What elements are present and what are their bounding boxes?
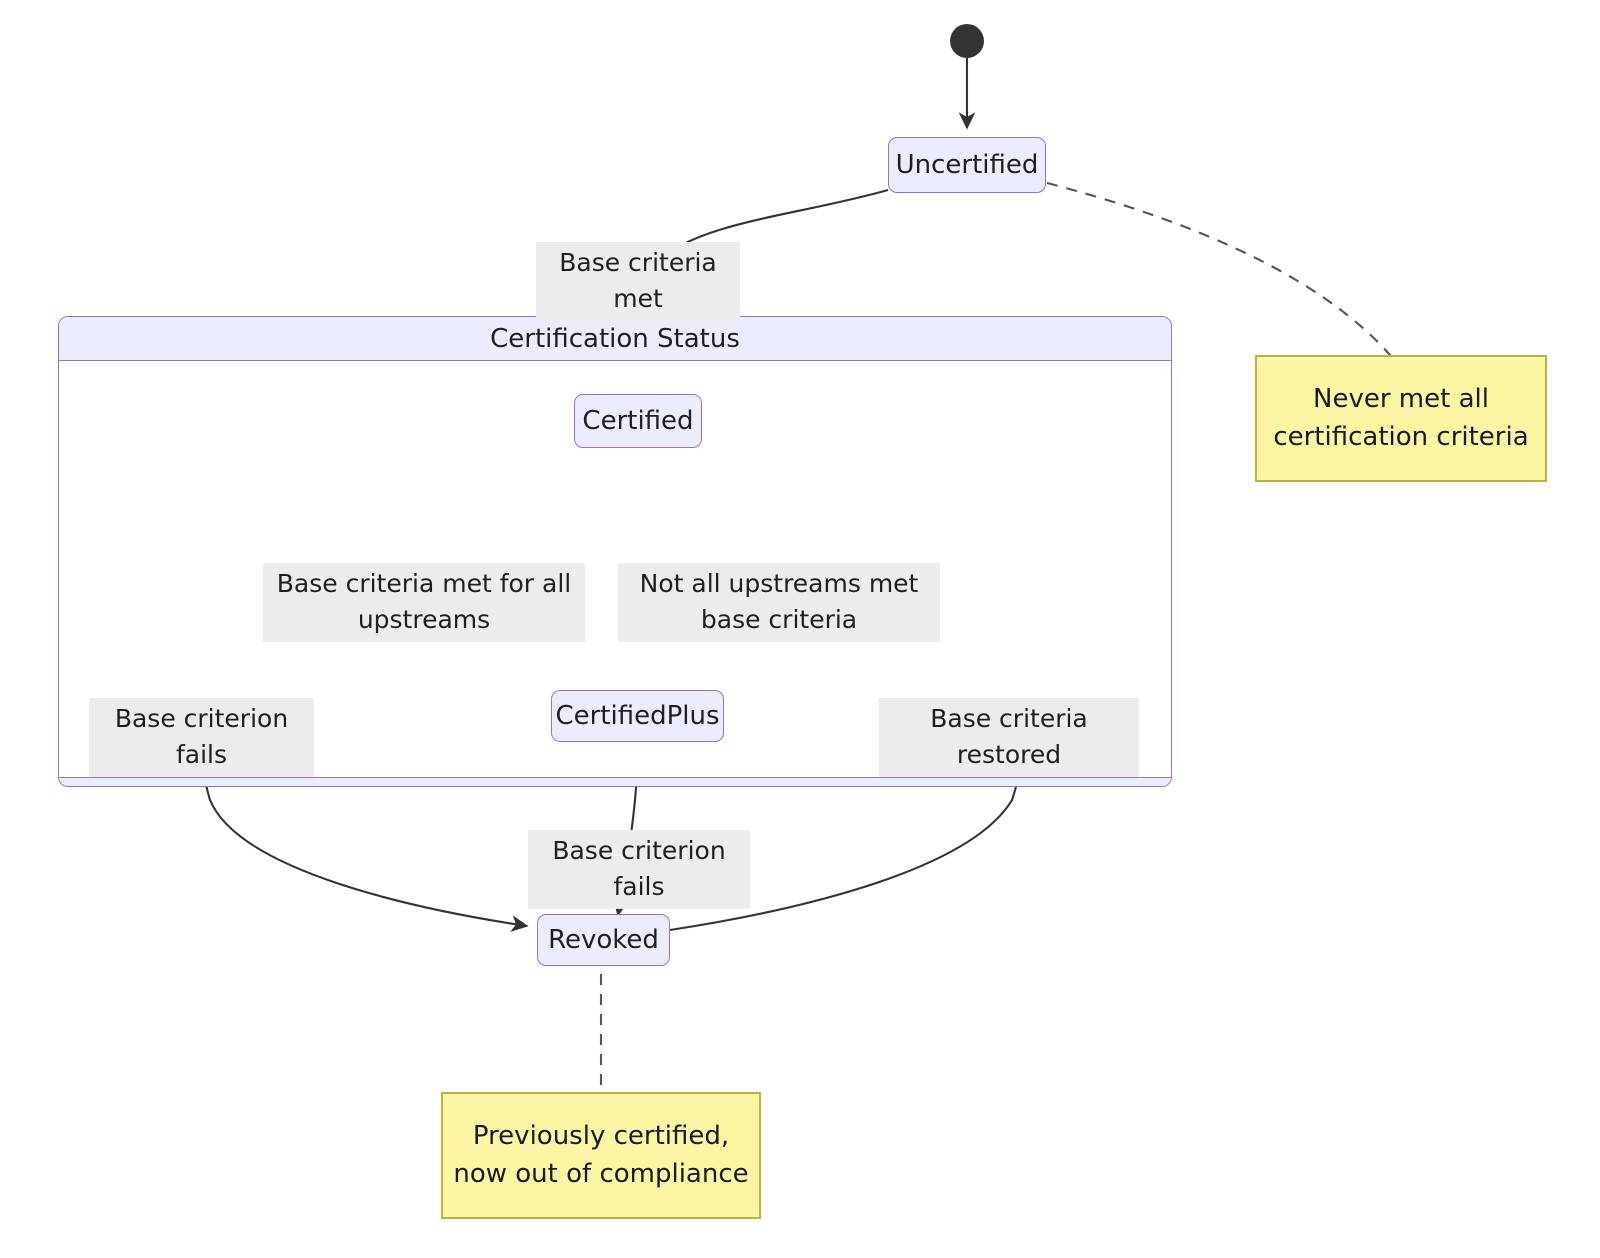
edge-label-base-criterion-fails-certified: Base criterion fails <box>89 698 314 777</box>
note-never-met-all-certification-criteria: Never met all certification criteria <box>1255 355 1547 482</box>
state-revoked-label: Revoked <box>548 925 659 955</box>
edge-label-base-criteria-met: Base criteria met <box>536 242 740 321</box>
state-revoked[interactable]: Revoked <box>537 914 670 966</box>
edge-label-base-criteria-met-for-all-upstreams: Base criteria met for all upstreams <box>263 563 585 642</box>
composite-state-footer-band <box>59 777 1171 786</box>
edge-label-not-all-upstreams-met-base-criteria: Not all upstreams met base criteria <box>618 563 940 642</box>
note-previously-certified-out-of-compliance: Previously certified, now out of complia… <box>441 1092 761 1219</box>
edge-label-base-criterion-fails-certifiedplus: Base criterion fails <box>528 830 750 909</box>
state-uncertified-label: Uncertified <box>895 150 1039 180</box>
state-certifiedplus[interactable]: CertifiedPlus <box>551 690 724 742</box>
state-certified-label: Certified <box>582 406 694 436</box>
state-certifiedplus-label: CertifiedPlus <box>555 701 720 731</box>
start-node <box>950 24 984 58</box>
state-uncertified[interactable]: Uncertified <box>888 137 1046 193</box>
composite-state-title: Certification Status <box>59 317 1171 361</box>
note-link-uncertified <box>1046 181 1397 363</box>
edge-label-base-criteria-restored: Base criteria restored <box>879 698 1139 777</box>
state-certified[interactable]: Certified <box>574 394 702 448</box>
